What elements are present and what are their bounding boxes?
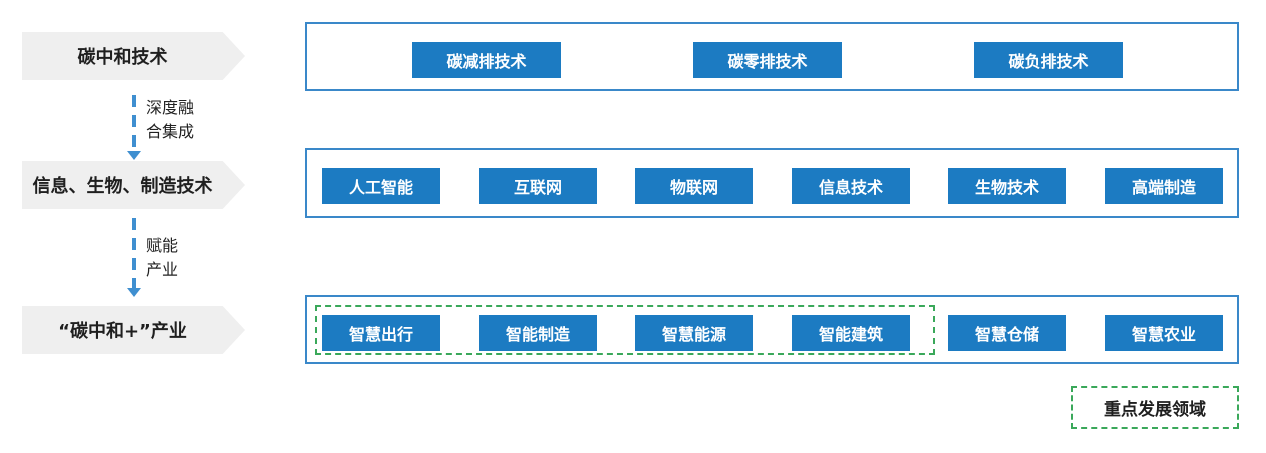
connector-label-2: 赋能 产业 — [146, 234, 178, 282]
chip-iot: 物联网 — [635, 168, 753, 204]
chip-smart-mobility: 智慧出行 — [322, 315, 440, 351]
chip-it: 信息技术 — [792, 168, 910, 204]
chip-internet: 互联网 — [479, 168, 597, 204]
level-label-info-bio-manufacturing: 信息、生物、制造技术 — [22, 161, 245, 209]
connector-label-2-line1: 赋能 — [146, 236, 179, 255]
row-carbon-plus-industry: 智慧出行 智能制造 智慧能源 智能建筑 智慧仓储 智慧农业 — [305, 295, 1239, 364]
chip-advanced-manufacturing: 高端制造 — [1105, 168, 1223, 204]
arrow-down-icon — [127, 151, 141, 160]
connector-label-1: 深度融 合集成 — [146, 96, 194, 144]
connector-arrow-1 — [127, 95, 141, 160]
connector-label-1-line2: 合集成 — [146, 122, 195, 141]
chip-carbon-reduction: 碳减排技术 — [412, 42, 561, 78]
chip-smart-energy: 智慧能源 — [635, 315, 753, 351]
chip-smart-agriculture: 智慧农业 — [1105, 315, 1223, 351]
connector-label-1-line1: 深度融 — [146, 98, 195, 117]
chip-carbon-negative: 碳负排技术 — [974, 42, 1123, 78]
chip-carbon-zero: 碳零排技术 — [693, 42, 842, 78]
row-carbon-neutral-tech: 碳减排技术 碳零排技术 碳负排技术 — [305, 22, 1239, 91]
arrow-down-icon — [127, 288, 141, 297]
chip-biotech: 生物技术 — [948, 168, 1066, 204]
chip-smart-warehousing: 智慧仓储 — [948, 315, 1066, 351]
legend-key-areas: 重点发展领域 — [1071, 386, 1239, 429]
row-info-bio-manufacturing: 人工智能 互联网 物联网 信息技术 生物技术 高端制造 — [305, 148, 1239, 218]
chip-smart-building: 智能建筑 — [792, 315, 910, 351]
level-label-carbon-neutral-tech: 碳中和技术 — [22, 32, 245, 80]
connector-arrow-2 — [127, 218, 141, 300]
level-label-carbon-plus-industry: “碳中和+”产业 — [22, 306, 245, 354]
key-area-group — [315, 305, 935, 355]
connector-label-2-line2: 产业 — [146, 260, 179, 279]
chip-smart-manufacturing: 智能制造 — [479, 315, 597, 351]
chip-ai: 人工智能 — [322, 168, 440, 204]
